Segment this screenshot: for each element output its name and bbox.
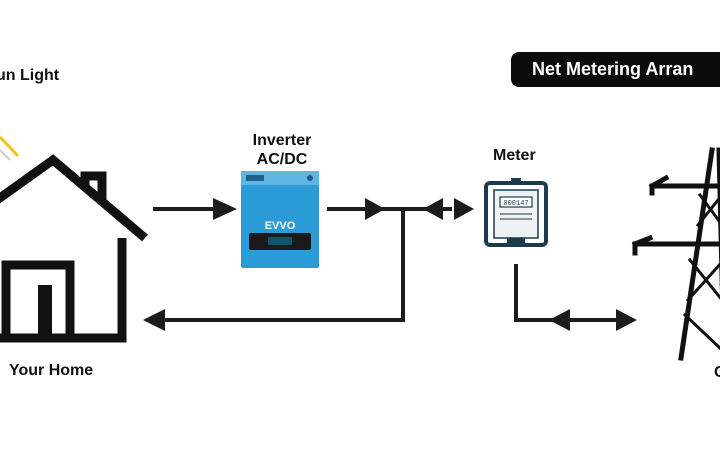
flow-lines — [153, 207, 620, 322]
home-label: Your Home — [9, 362, 94, 379]
arrow-meter-left — [549, 309, 570, 331]
inverter-brand: EVVO — [265, 220, 296, 232]
arrow-to-meter — [454, 198, 474, 220]
diagram-title: Net Metering Arran — [532, 59, 694, 79]
sun-rays — [0, 135, 20, 161]
transmission-tower-icon — [631, 147, 720, 361]
arrow-to-home — [143, 309, 165, 331]
arrow-junction-left — [423, 198, 443, 220]
arrow-to-grid — [616, 309, 637, 331]
title-banner: Net Metering Arran — [511, 52, 720, 87]
grid-label: G — [714, 363, 720, 382]
meter-label: Meter — [493, 147, 536, 164]
flow-arrows — [143, 198, 637, 331]
house-icon — [0, 154, 148, 343]
inverter-device: EVVO — [241, 171, 319, 268]
arrow-home-to-inverter — [213, 198, 237, 220]
meter-reading: 000147 — [503, 200, 528, 208]
arrow-inverter-to-junction — [365, 198, 385, 220]
meter-icon: 000147 — [484, 178, 548, 247]
sun-light-label: un Light — [0, 67, 60, 84]
